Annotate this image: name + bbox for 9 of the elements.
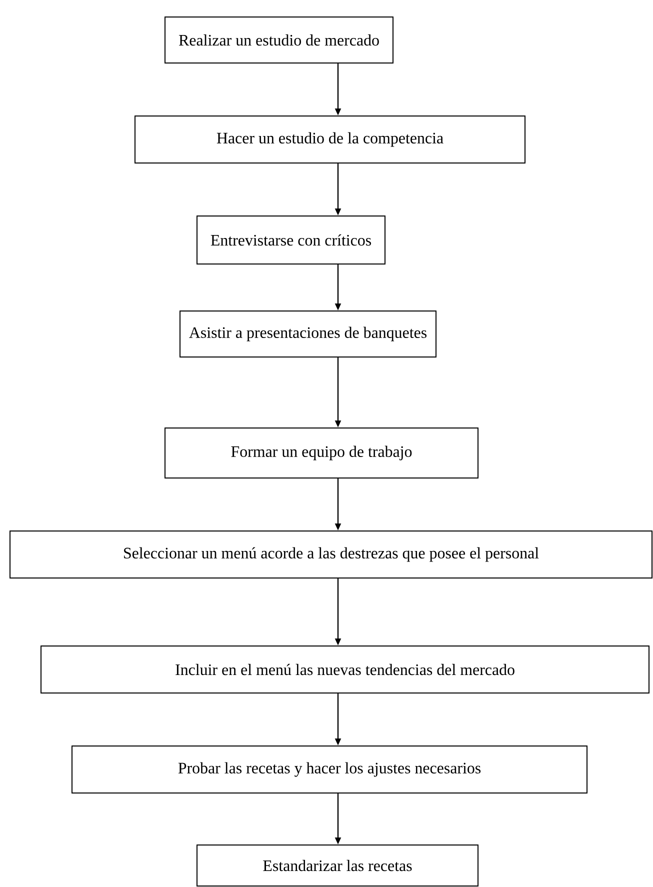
- process-box: Probar las recetas y hacer los ajustes necesarios: [72, 746, 588, 794]
- process-box: Seleccionar un menú acorde a las destrezas que posee el personal: [10, 530, 652, 578]
- process-box: Hacer un estudio de la competencia: [134, 116, 526, 164]
- process-box: Incluir en el menú las nuevas tendencias del mercado: [40, 646, 650, 694]
- process-box: Asistir a presentaciones de banquetes: [180, 310, 436, 358]
- process-box: Formar un equipo de trabajo: [164, 428, 478, 478]
- process-box: Entrevistarse con críticos: [196, 216, 386, 264]
- process-box: Realizar un estudio de mercado: [164, 16, 394, 64]
- process-box: Estandarizar las recetas: [196, 844, 478, 886]
